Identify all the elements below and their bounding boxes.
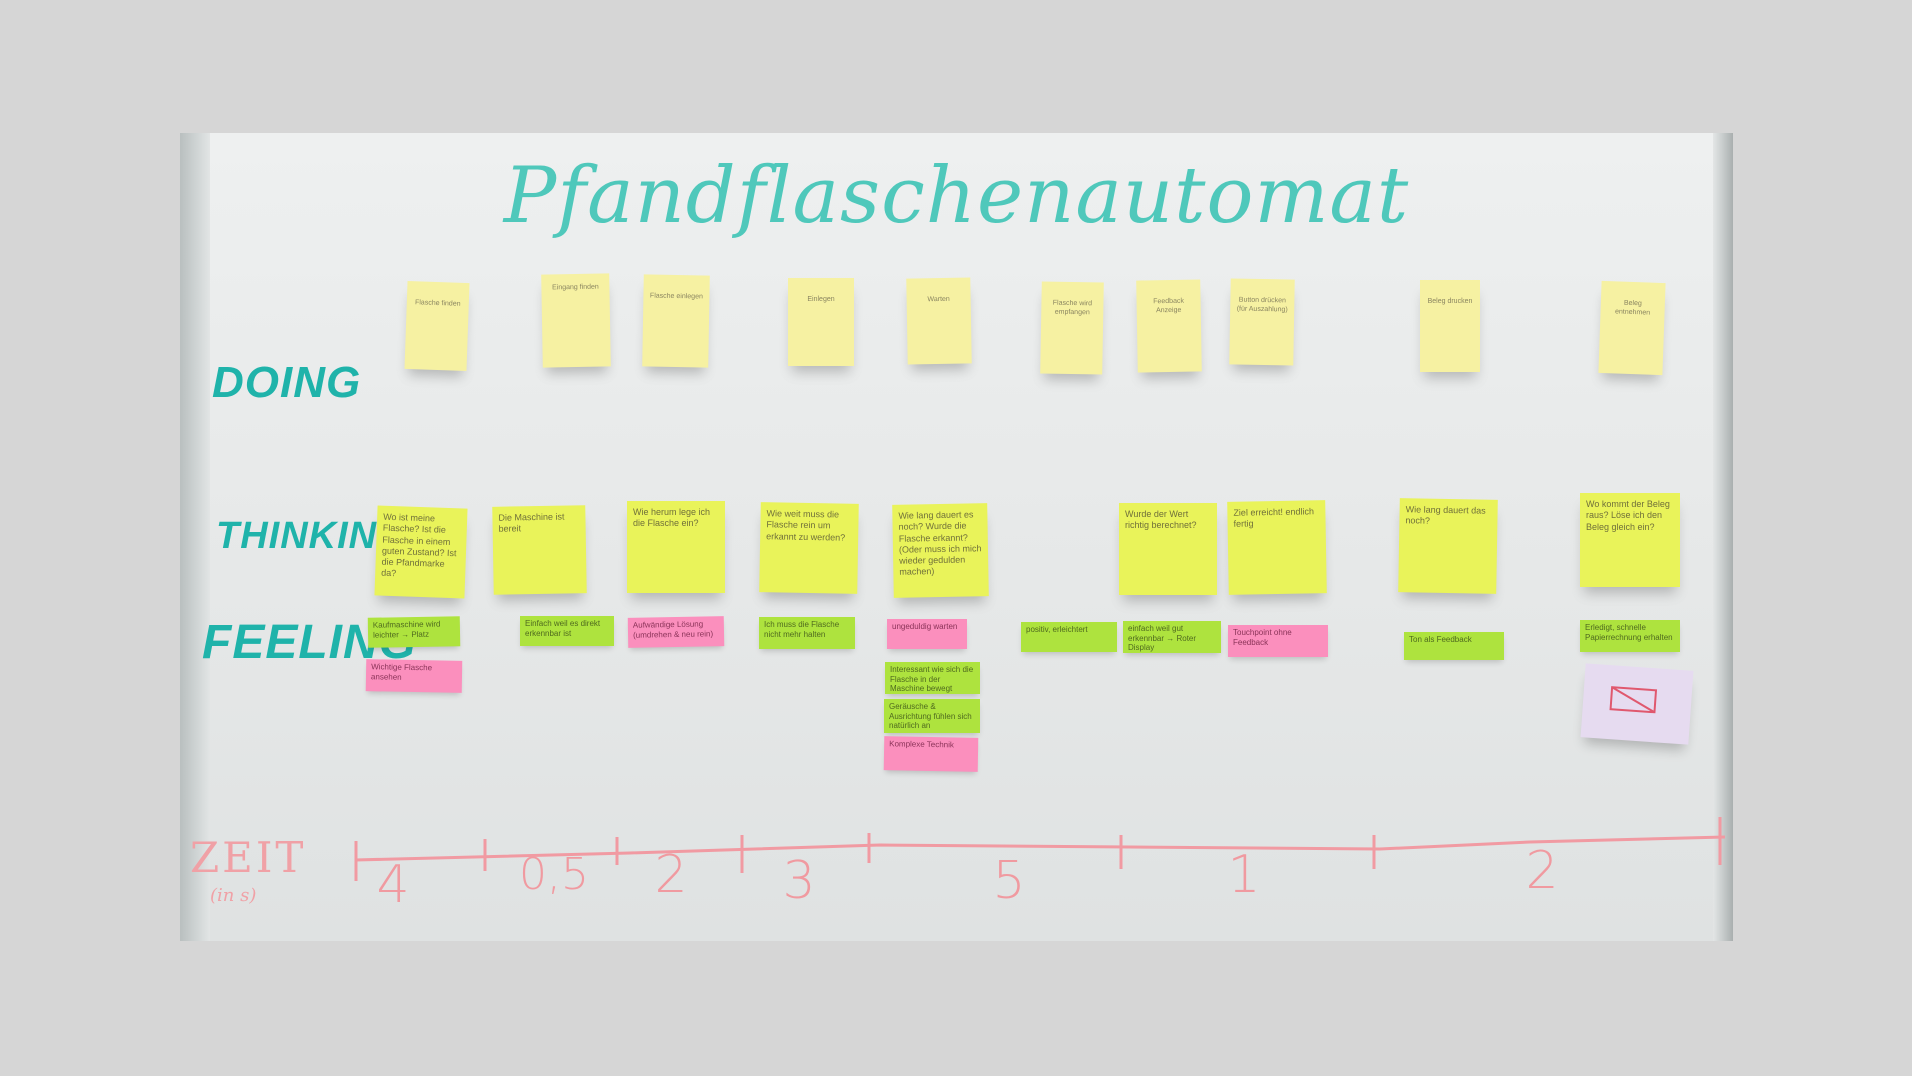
- feeling-note-green: Ton als Feedback: [1404, 632, 1504, 660]
- row-label-thinking: THINKING: [216, 515, 408, 557]
- feeling-note-pink: ungeduldig warten: [887, 619, 967, 649]
- lilac-note: [1580, 663, 1694, 745]
- duration-label: 0,5: [519, 849, 589, 900]
- timeline-unit: (in s): [210, 885, 257, 906]
- duration-label: 5: [992, 851, 1026, 911]
- thinking-note: Wurde der Wert richtig berechnet?: [1119, 503, 1217, 595]
- receipt-doodle-icon: [1609, 686, 1658, 714]
- timeline-axis: [354, 817, 1726, 881]
- feeling-note-green: Erledigt, schnelle Papierrechnung erhalt…: [1580, 620, 1680, 652]
- feeling-note-green: Interessant wie sich die Flasche in der …: [885, 662, 980, 694]
- doing-note: Einlegen: [788, 278, 854, 366]
- duration-label: 3: [782, 851, 816, 911]
- duration-label: 2: [654, 845, 688, 905]
- duration-label: 1: [1227, 845, 1261, 905]
- whiteboard-frame-left: [180, 133, 210, 941]
- thinking-note: Wie herum lege ich die Flasche ein?: [627, 501, 725, 593]
- feeling-note-green: Einfach weil es direkt erkennbar ist: [520, 616, 614, 646]
- feeling-note-pink: Touchpoint ohne Feedback: [1228, 625, 1328, 657]
- row-label-doing: DOING: [212, 358, 362, 407]
- doing-note: Beleg drucken: [1420, 280, 1480, 372]
- feeling-note-green: Geräusche & Ausrichtung fühlen sich natü…: [884, 699, 980, 733]
- duration-label: 2: [1525, 841, 1559, 901]
- feeling-note-green: positiv, erleichtert: [1021, 622, 1117, 652]
- feeling-note-green: Ich muss die Flasche nicht mehr halten: [759, 617, 855, 649]
- feeling-note-green: einfach weil gut erkennbar → Roter Displ…: [1123, 621, 1221, 653]
- timeline-label: ZEIT: [190, 833, 307, 882]
- thinking-note: Wo kommt der Beleg raus? Löse ich den Be…: [1580, 493, 1680, 587]
- duration-label: 4: [376, 855, 410, 915]
- board-title: Pfandflaschenautomat: [503, 151, 1410, 241]
- whiteboard-frame-right: [1713, 133, 1733, 941]
- whiteboard: Pfandflaschenautomat DOING THINKING FEEL…: [180, 133, 1733, 941]
